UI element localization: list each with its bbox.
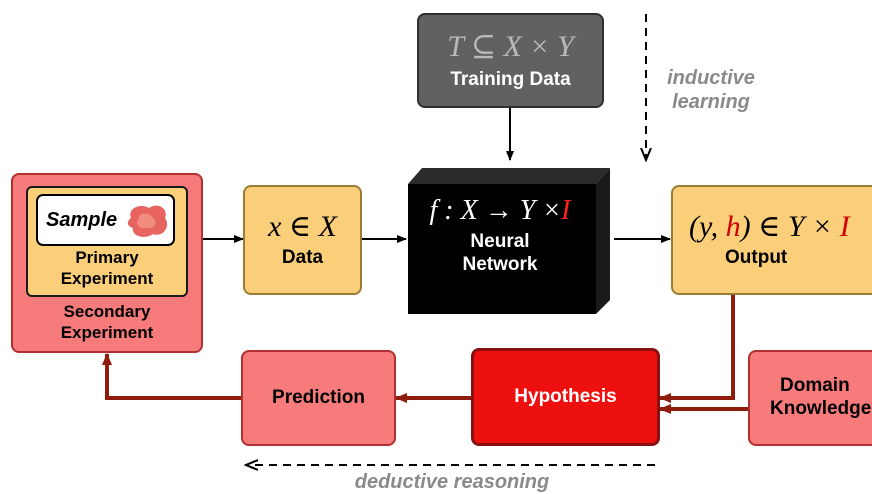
hypothesis-label: Hypothesis [514,385,617,407]
output-formula-pre: (y, [689,210,726,244]
inductive-learning-note: inductive learning [652,66,770,114]
output-formula-mid: ) ∈ Y × [740,210,840,244]
network-label-line1: Neural [470,230,530,252]
inductive-line2: learning [672,91,750,113]
prediction-label: Prediction [272,386,365,408]
neural-network-cube [408,168,610,314]
sample-blob-icon [127,205,168,237]
data-label: Data [281,247,324,269]
output-label: Output [725,247,788,269]
output-formula: (y, h) ∈ Y × I [689,210,850,243]
network-label-line2: Network [462,253,538,275]
inductive-line1: inductive [667,67,755,89]
training-data-box: T ⊆ X × Y Training Data [417,13,604,108]
data-box: x ∈ X Data [243,185,362,295]
deductive-reasoning-note: deductive reasoning [354,471,550,493]
secondary-label-line2: Experiment [60,322,154,342]
domain-knowledge-box: Domain Knowledge [748,350,872,446]
primary-label-line1: Primary [75,248,139,268]
primary-label-line2: Experiment [60,268,154,288]
sample-box: Sample [36,194,175,246]
domain-label-line1: Domain [780,375,850,397]
domain-label-line2: Knowledge [770,398,872,419]
sample-label: Sample [46,209,118,231]
network-formula-accent: I [561,195,571,226]
training-data-label: Training Data [450,68,571,90]
training-set-formula: T ⊆ X × Y [447,29,574,63]
output-formula-I: I [839,210,850,244]
hypothesis-box: Hypothesis [471,348,660,446]
output-box: (y, h) ∈ Y × I Output [671,185,872,295]
data-formula: x ∈ X [268,210,337,244]
arrow-prediction-to-experiment [102,353,241,400]
secondary-label-line1: Secondary [63,302,151,322]
prediction-box: Prediction [241,350,396,446]
network-formula: f : X → Y ×I [429,195,571,227]
output-formula-h: h [725,210,741,244]
network-formula-main: f : X → Y × [429,195,562,226]
neural-network-box: f : X → Y ×I Neural Network [408,188,592,312]
